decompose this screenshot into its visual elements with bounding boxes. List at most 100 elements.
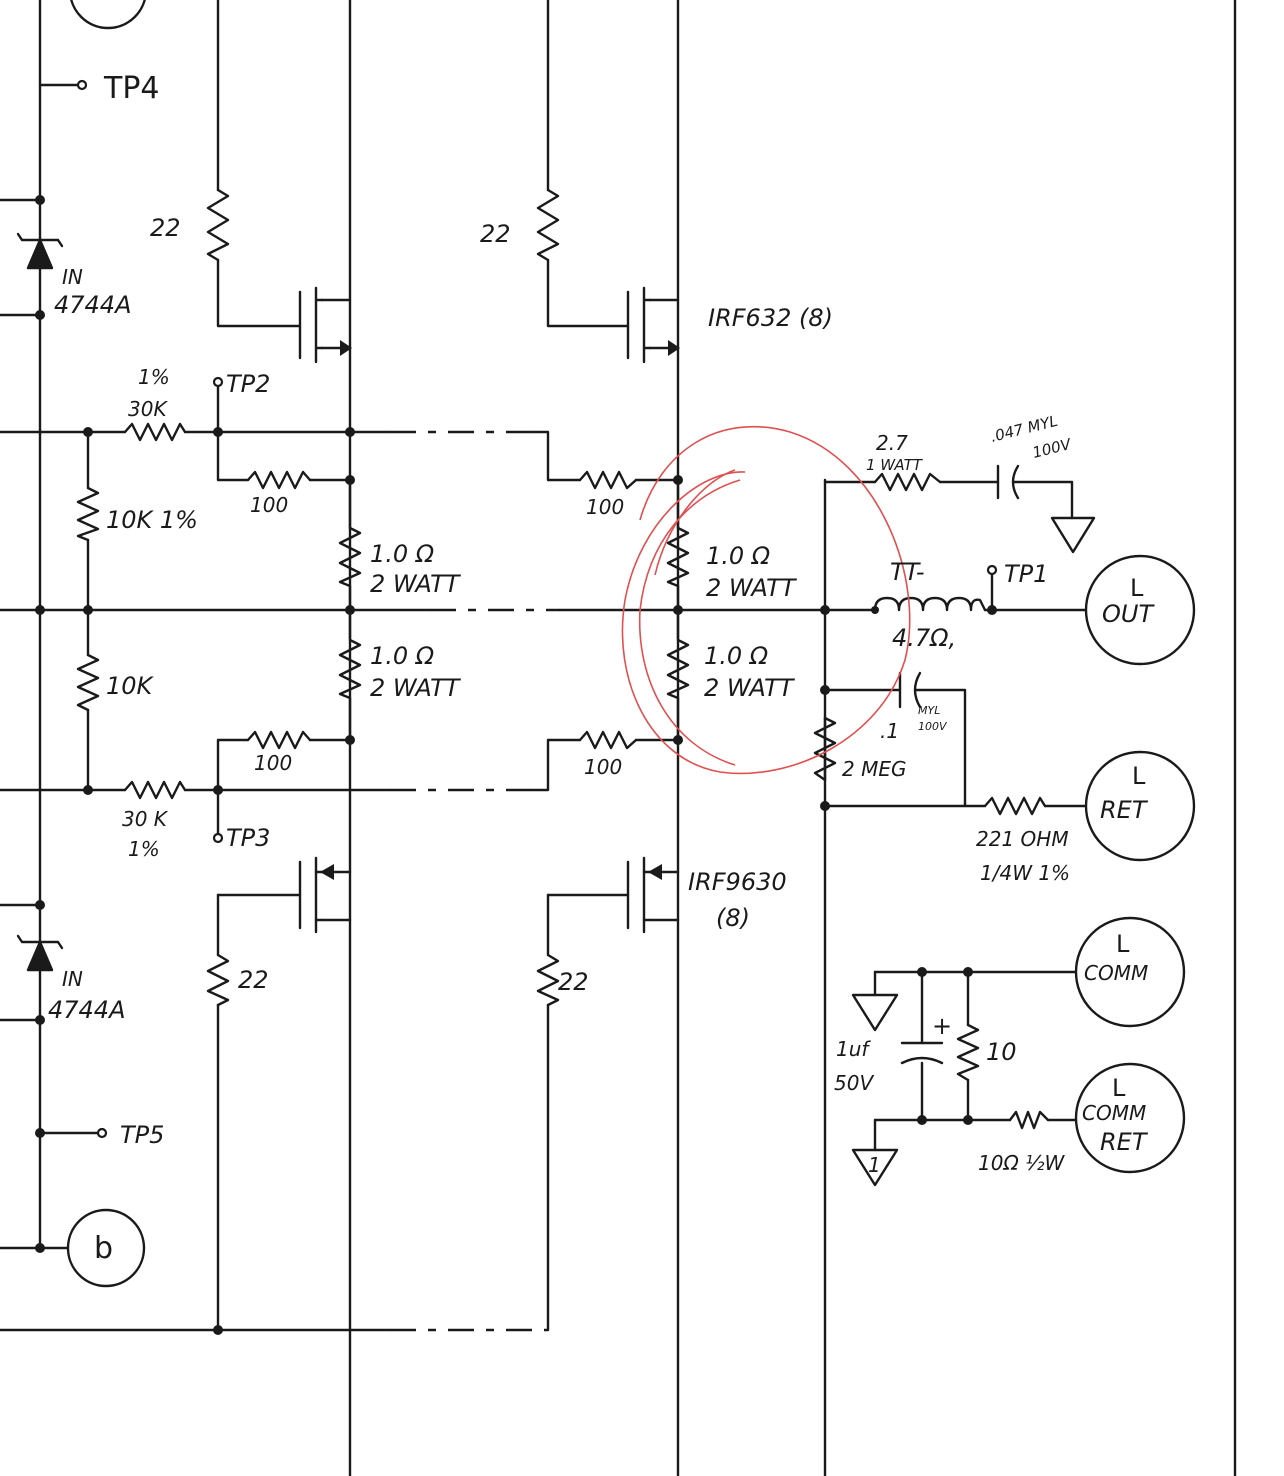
label-conn-commret-b: COMM [1082,1101,1146,1125]
label-r221-a: 221 OHM [976,827,1069,851]
label-pct-bot: 1% [128,837,160,861]
capacitor-1uf [900,1041,944,1065]
label-cap-01-c: 100V [918,720,948,733]
resistor-221-ohm [983,796,1047,816]
resistor-30k-top [123,422,187,442]
capacitor-01-myl [898,671,922,709]
label-r10k: 10K [106,672,155,700]
label-rs-tl-b: 2 WATT [370,570,462,598]
resistors [76,188,1050,1130]
tp4-terminal [76,79,88,91]
label-zobel-r-b: 1 WATT [866,456,924,474]
resistor-22-top-right [536,188,560,262]
label-zobel-r-a: 2.7 [876,431,908,455]
label-pct-top: 1% [138,365,170,389]
resistor-100-bottom-left [246,730,312,750]
label-rs-bl-a: 1.0 Ω [370,642,435,670]
label-rs-br-a: 1.0 Ω [704,642,769,670]
label-conn-commret-a: L [1112,1074,1126,1102]
label-r10k-1pct: 10K 1% [106,506,198,534]
label-r10: 10 [986,1038,1017,1066]
label-r100-tr: 100 [586,495,624,519]
resistor-100-bottom-right [578,730,638,750]
label-r2meg: 2 MEG [842,757,906,781]
label-tp2: TP2 [226,370,270,398]
junction-dots [35,195,997,1335]
label-node-b: b [94,1231,113,1266]
ground-symbol-comm [851,993,899,1032]
tp3-terminal [212,832,224,844]
node-circle-b [66,1208,146,1288]
label-zobel-c-b: 100V [1031,435,1075,462]
node-circle-top [70,0,146,30]
label-conn-out-a: L [1130,574,1144,602]
label-cap-01-a: .1 [880,719,899,743]
label-conn-ret-b: RET [1100,796,1149,824]
label-rs-bl-b: 2 WATT [370,674,462,702]
mosfet-output-top [626,286,680,364]
label-r22-top-right: 22 [480,220,511,248]
label-conn-comm-b: COMM [1084,961,1148,985]
label-tp3: TP3 [226,824,270,852]
resistor-100-top-right [578,470,638,490]
connectors [66,0,1196,1288]
label-ground-mark: 1 [868,1153,881,1177]
ground-symbol-zobel [1050,516,1096,554]
label-rs-br-b: 2 WATT [704,674,796,702]
connector-l-comm-ret [1074,1062,1186,1174]
label-zener-top-b: 4744A [54,291,132,319]
zener-diode-top [16,232,64,270]
mosfet-output-bottom [626,856,662,934]
inductor-tt [873,596,987,612]
label-r221-b: 1/4W 1% [980,861,1070,885]
resistor-22-bottom-right [536,953,560,1007]
label-mosfet-bot-a: IRF9630 [688,868,787,896]
wires [0,0,1237,1476]
resistor-10k-1pct [76,486,100,542]
resistor-2-7-zobel [873,472,942,492]
label-mosfet-bot-b: (8) [716,904,750,932]
label-r100-tl: 100 [250,493,288,517]
source-resistor-top-right [666,526,690,612]
label-conn-ret-a: L [1132,762,1146,790]
label-rs-tr-b: 2 WATT [706,574,798,602]
label-r100-br: 100 [584,755,622,779]
label-zener-bot-a: IN [62,967,83,991]
capacitor-047-myl [996,464,1020,500]
label-mosfet-top: IRF632 (8) [708,304,833,332]
label-r30k-top: 30K [128,397,168,421]
label-cap-plus: + [932,1012,952,1040]
components [16,232,1096,1187]
label-r100-bl: 100 [254,751,292,775]
tp2-terminal [212,376,224,388]
resistor-10k [76,653,100,712]
zener-diode-bottom [16,934,64,972]
labels: TP4 TP2 TP3 TP5 TP1 22 22 22 22 IN 4744A… [48,71,1155,1266]
connector-l-out [1084,554,1196,666]
resistor-10-ohm-half-watt [1008,1110,1050,1130]
label-r30k-bot: 30 K [122,807,169,831]
label-cap-1uf-b: 50V [834,1071,874,1095]
label-cap-1uf-a: 1uf [836,1037,871,1061]
label-tp5: TP5 [120,1121,164,1149]
label-rs-tl-a: 1.0 Ω [370,540,435,568]
label-r22-top-left: 22 [150,214,181,242]
resistor-22-top-left [206,188,230,262]
label-conn-comm-a: L [1116,930,1130,958]
label-tp1: TP1 [1004,560,1048,588]
resistor-30k-bottom [123,780,187,800]
source-resistor-bottom-right [666,608,690,742]
label-conn-commret-c: RET [1100,1128,1149,1156]
source-resistor-bottom-left [338,608,362,742]
resistor-22-bottom-left [206,953,230,1007]
resistor-100-top-left [246,470,312,490]
connector-l-comm [1074,916,1186,1028]
label-cap-01-b: MYL [918,704,940,717]
resistor-2meg [813,716,837,782]
label-tp4: TP4 [103,71,160,106]
tp1-terminal [986,564,998,576]
mosfet-driver-bottom [298,856,334,934]
resistor-10 [956,1023,980,1082]
connector-l-ret [1084,750,1196,862]
